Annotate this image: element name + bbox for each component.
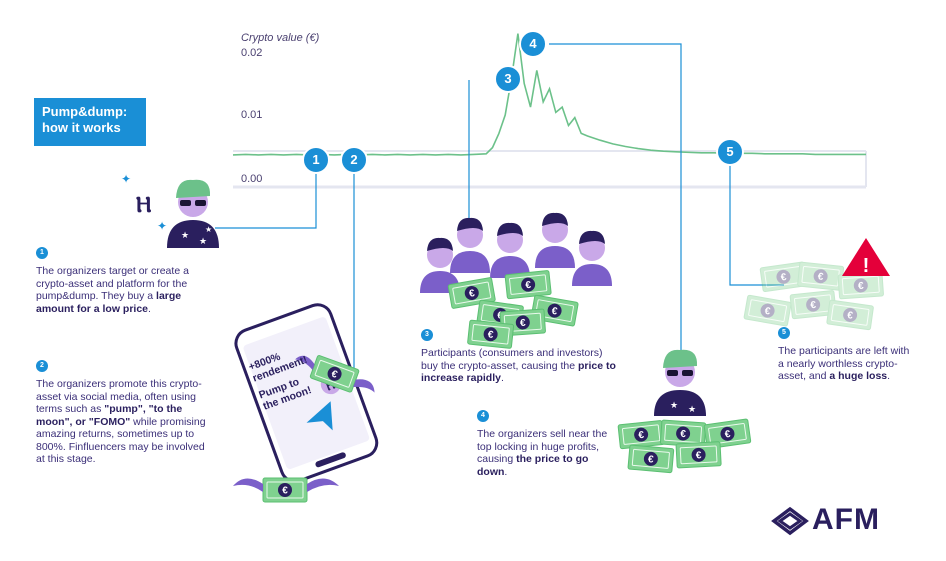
chart-frame <box>233 150 867 189</box>
step-description: The organizers sell near the top locking… <box>477 428 608 478</box>
y-axis-title: Crypto value (€) <box>241 32 320 44</box>
svg-text:★: ★ <box>688 404 696 414</box>
organizer-with-money: ★ ★ <box>617 349 752 474</box>
step-number-badge: 3 <box>421 329 433 341</box>
step-marker-1: 1 <box>302 146 330 174</box>
step-3-block: 3 Participants (consumers and investors)… <box>421 329 621 385</box>
svg-text:✦: ✦ <box>157 219 167 233</box>
svg-text:★: ★ <box>205 225 212 234</box>
svg-text:★: ★ <box>199 236 207 246</box>
step-number-badge: 4 <box>477 410 489 422</box>
alert-icon: ! <box>842 238 890 277</box>
step-4-block: 4 The organizers sell near the top locki… <box>477 410 617 478</box>
y-tick-label: 0.01 <box>241 109 263 121</box>
step-marker-5: 5 <box>716 138 744 166</box>
svg-text:★: ★ <box>181 230 189 240</box>
step-description: The organizers promote this crypto-asset… <box>36 378 206 465</box>
step-marker-3: 3 <box>494 65 522 93</box>
y-tick-label: 0.02 <box>241 47 263 59</box>
diagram-title: Pump&dump: how it works <box>34 98 146 146</box>
afm-logo-text: AFM <box>812 503 880 536</box>
y-tick-label: 0.00 <box>241 173 263 185</box>
step-number-badge: 2 <box>36 360 48 372</box>
step-marker-4: 4 <box>519 30 547 58</box>
step-marker-2: 2 <box>340 146 368 174</box>
step-description: The participants are left with a nearly … <box>778 345 910 382</box>
flying-bill <box>295 354 375 394</box>
step-description: Participants (consumers and investors) b… <box>421 347 616 384</box>
price-line <box>232 33 866 156</box>
flying-bill <box>233 477 339 503</box>
afm-logo-icon <box>771 506 809 536</box>
step-1-block: 1 The organizers target or create a cryp… <box>36 247 218 315</box>
svg-text:★: ★ <box>670 400 678 410</box>
phone-illustration: Ⲏ <box>234 303 379 483</box>
svg-text:!: ! <box>863 255 870 277</box>
crypto-coin-icon: Ⲏ ✦ ✦ <box>121 172 167 233</box>
step-number-badge: 1 <box>36 247 48 259</box>
organizer-character: ★ ★ ★ <box>167 179 219 248</box>
step-2-block: 2 The organizers promote this crypto-ass… <box>36 360 211 466</box>
step-number-badge: 5 <box>778 327 790 339</box>
step-description: The organizers target or create a crypto… <box>36 265 189 315</box>
svg-text:✦: ✦ <box>121 172 131 186</box>
step-5-block: 5 The participants are left with a nearl… <box>778 327 918 383</box>
svg-text:Ⲏ: Ⲏ <box>136 192 152 217</box>
